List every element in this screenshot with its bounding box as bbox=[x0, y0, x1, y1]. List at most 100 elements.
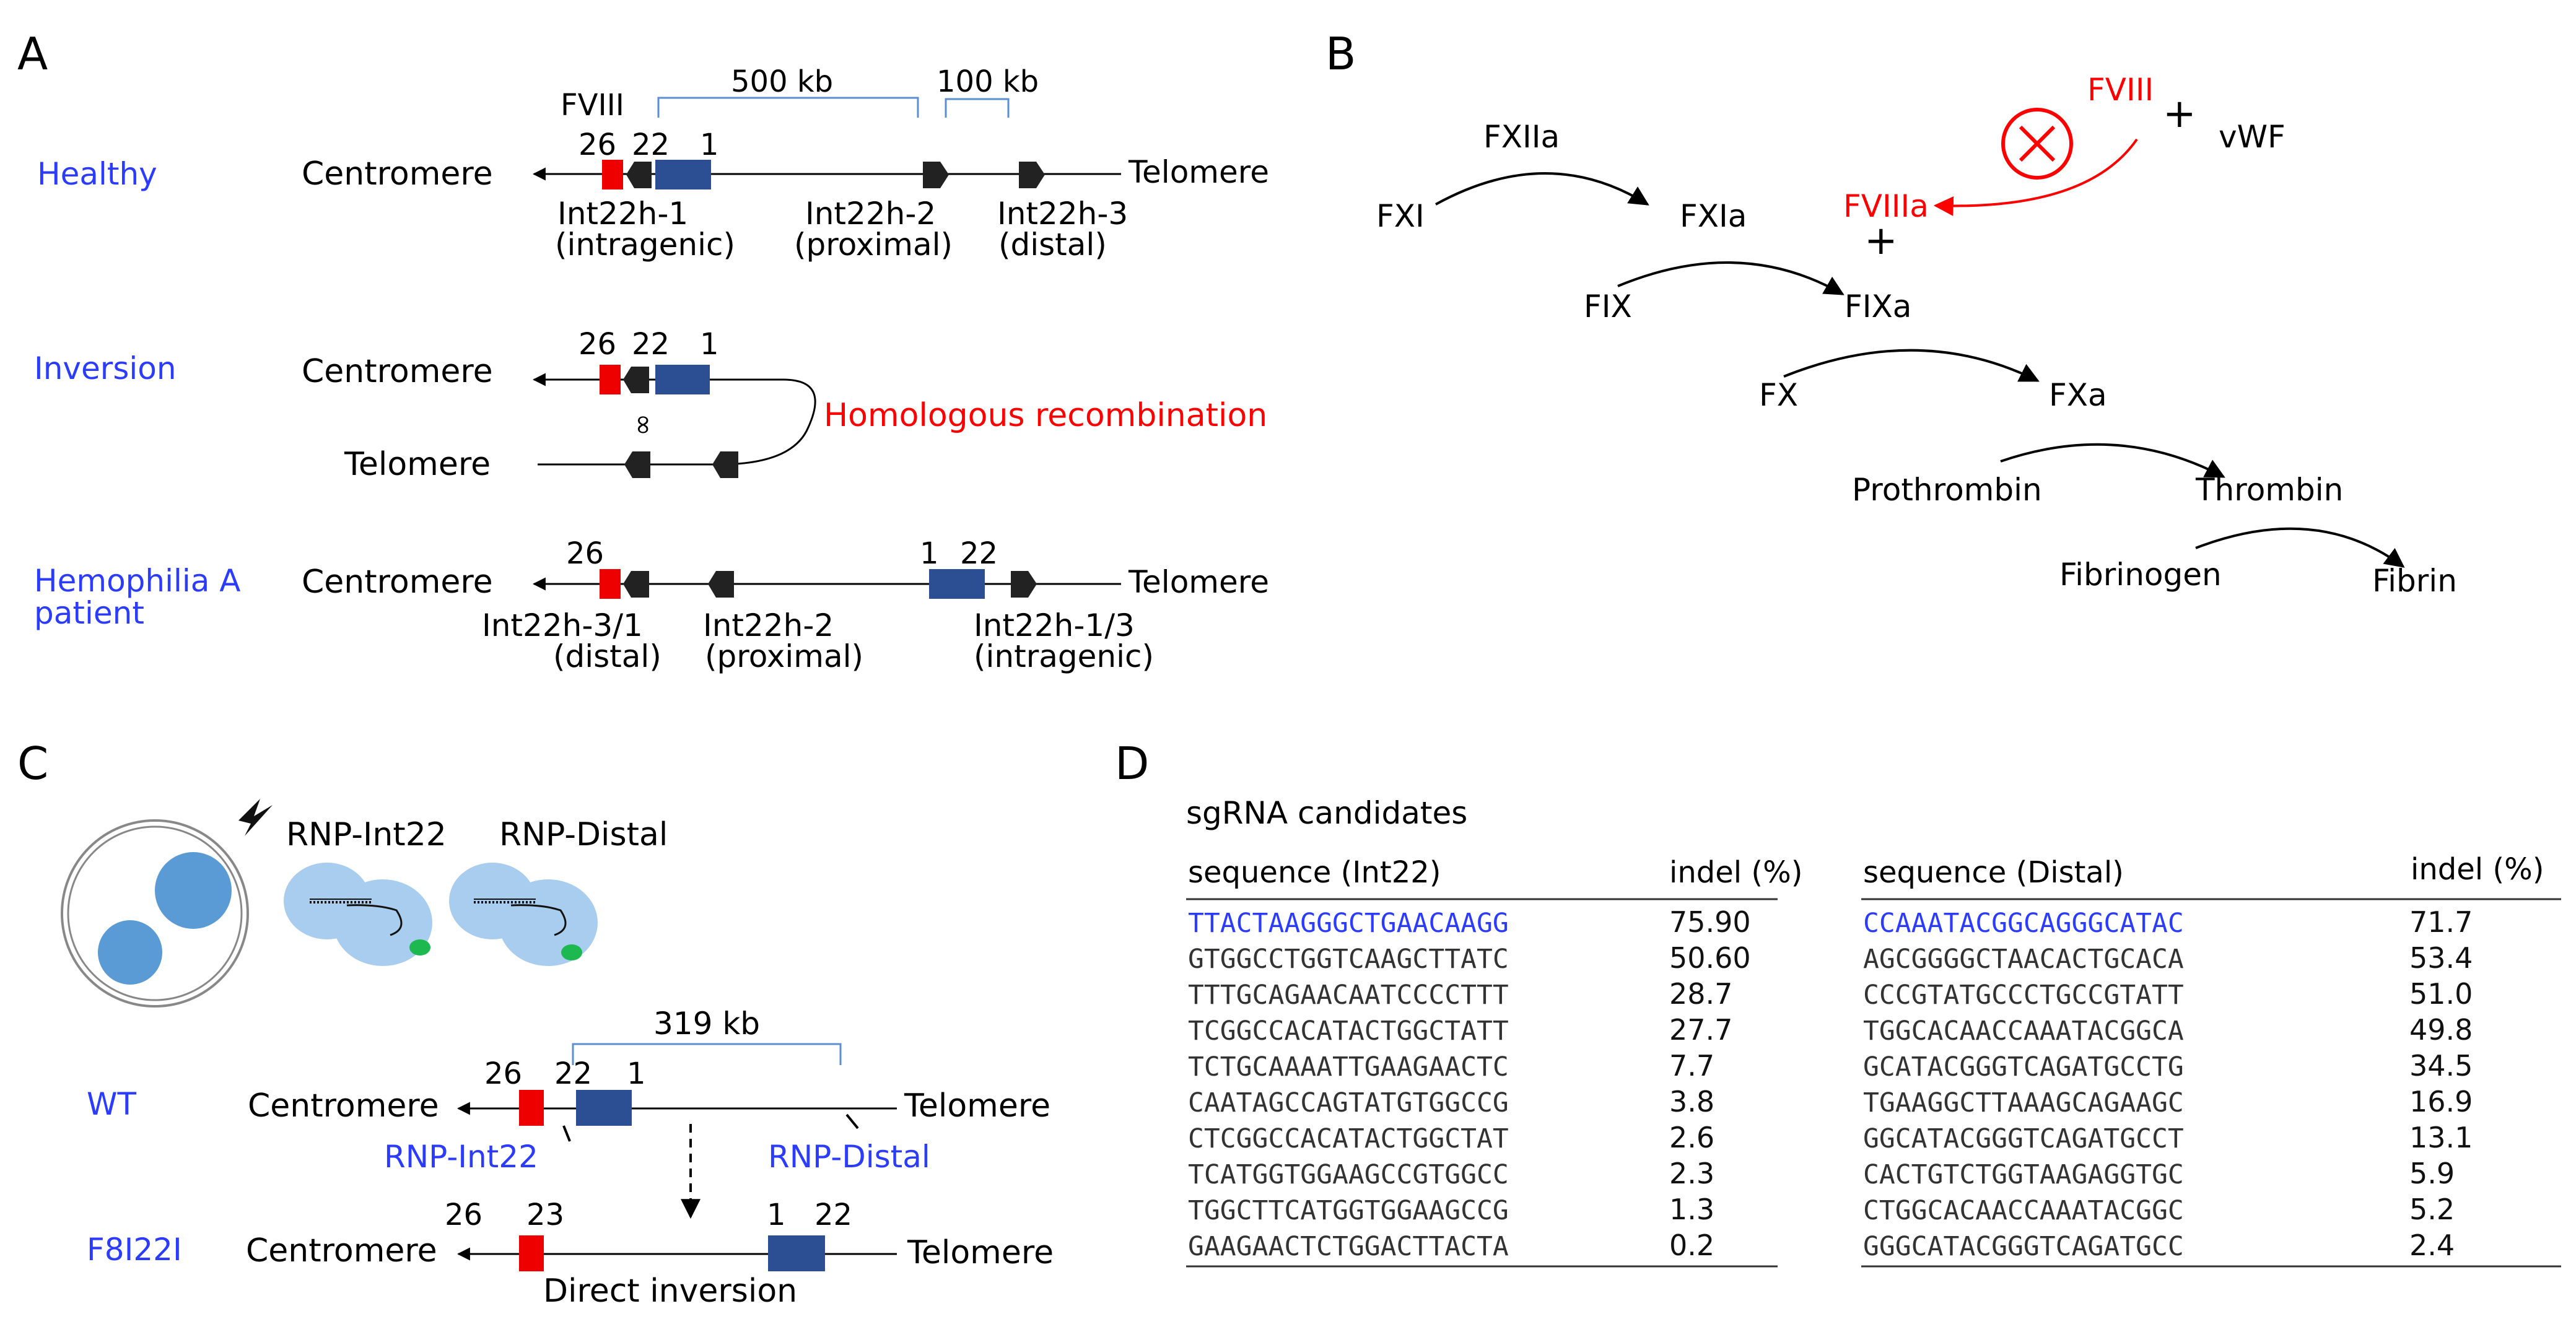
healthy-int22h3-sub: (distal) bbox=[998, 227, 1107, 263]
patient-exon1-num: 1 bbox=[920, 536, 939, 571]
inversion-marker-a bbox=[624, 451, 650, 478]
direct-inversion-label: Direct inversion bbox=[543, 1273, 797, 1310]
inversion-marker-b bbox=[712, 451, 738, 478]
f8i22i-exon23-num: 23 bbox=[526, 1198, 564, 1232]
lightning-icon bbox=[238, 799, 273, 836]
rnp-int22-header: RNP-Int22 bbox=[286, 816, 447, 853]
rnp-int22-green-dot bbox=[409, 939, 430, 956]
prothrombin-to-thrombin-arrow bbox=[2000, 443, 2225, 478]
distal-seq-header: sequence (Distal) bbox=[1863, 855, 2124, 890]
f8i22i-exon26-num: 26 bbox=[445, 1198, 482, 1232]
patient-int22h2-marker bbox=[708, 571, 734, 598]
int22-indel-header: indel (%) bbox=[1669, 855, 1802, 890]
healthy-100kb-bracket bbox=[945, 98, 1010, 118]
healthy-int22h2-sub: (proximal) bbox=[794, 227, 953, 263]
int22-sequence-cell: TTACTAAGGGCTGAACAAGG bbox=[1188, 908, 1509, 939]
rnp-distal-complex-icon bbox=[449, 863, 598, 966]
wt-319kb-bracket bbox=[572, 1043, 842, 1065]
healthy-int22h2-label: Int22h-2 bbox=[805, 196, 936, 232]
f8i22i-exon26-block bbox=[519, 1235, 544, 1271]
f8i22i-exon1-num: 1 bbox=[767, 1198, 786, 1232]
f8i22i-row: F8I22I Centromere Telomere 26 23 1 22 Di… bbox=[87, 1198, 1054, 1310]
patient-exon26-block bbox=[600, 569, 621, 599]
wt-label: WT bbox=[87, 1086, 136, 1122]
distal-indel-cell: 16.9 bbox=[2409, 1085, 2473, 1118]
fxiia-label: FXIIa bbox=[1483, 119, 1560, 155]
fxa-label: FXa bbox=[2049, 377, 2107, 413]
patient-telomere: Telomere bbox=[1128, 564, 1269, 600]
rnp-distal-header: RNP-Distal bbox=[499, 816, 668, 853]
wt-319kb-label: 319 kb bbox=[653, 1006, 760, 1042]
inversion-exon22-num: 22 bbox=[632, 327, 670, 362]
distal-indel-cell: 49.8 bbox=[2409, 1013, 2473, 1047]
f8i22i-exon22-num: 22 bbox=[814, 1198, 852, 1232]
patient-exon-block bbox=[929, 569, 985, 599]
rnp-distal-green-dot bbox=[561, 944, 582, 960]
f8i22i-exon-block bbox=[768, 1235, 825, 1271]
patient-row: Hemophilia A patient Centromere Telomere… bbox=[34, 536, 1269, 674]
inversion-loop-line bbox=[538, 378, 816, 466]
inversion-exon-block bbox=[655, 365, 710, 394]
distal-sequence-cell: TGGCACAACCAAATACGGCA bbox=[1863, 1016, 2184, 1047]
inhibition-icon bbox=[2001, 108, 2073, 180]
healthy-500kb-label: 500 kb bbox=[731, 64, 833, 99]
int22-sequence-cell: CTCGGCCACATACTGGCTAT bbox=[1188, 1123, 1509, 1154]
fix-to-fixa-arrow bbox=[1617, 261, 1845, 295]
fx-label: FX bbox=[1759, 377, 1798, 413]
int22-indel-cell: 1.3 bbox=[1669, 1193, 1714, 1226]
distal-sequence-cell: CACTGTCTGGTAAGAGGTGC bbox=[1863, 1159, 2184, 1190]
healthy-exon26-num: 26 bbox=[579, 128, 616, 162]
fviiia-fixa-plus: + bbox=[1864, 218, 1898, 264]
fxia-label: FXIa bbox=[1680, 198, 1747, 234]
panel-a: A Healthy Centromere Telomere FVIII 26 2… bbox=[17, 28, 1269, 674]
f8i22i-centromere: Centromere bbox=[246, 1232, 437, 1269]
healthy-row: Healthy Centromere Telomere FVIII 26 22 … bbox=[37, 64, 1269, 263]
patient-int22h3-1-label: Int22h-3/1 bbox=[482, 607, 643, 643]
int22-indel-cell: 0.2 bbox=[1669, 1229, 1714, 1262]
distal-sequence-cell: GGCATACGGGTCAGATGCCT bbox=[1863, 1123, 2184, 1154]
healthy-centromere: Centromere bbox=[302, 155, 493, 193]
inversion-exon1-num: 1 bbox=[700, 327, 719, 362]
panel-b-letter: B bbox=[1325, 28, 1356, 80]
patient-label-line2: patient bbox=[34, 595, 144, 631]
wt-exon22-num: 22 bbox=[554, 1056, 592, 1091]
panel-d-letter: D bbox=[1115, 738, 1149, 790]
patient-exon26-num: 26 bbox=[566, 536, 604, 571]
fixa-label: FIXa bbox=[1845, 289, 1911, 324]
patient-int22h1-3-label: Int22h-1/3 bbox=[974, 607, 1135, 643]
int22-sequence-cell: GAAGAACTCTGGACTTACTA bbox=[1188, 1231, 1509, 1262]
int22-indel-cell: 3.8 bbox=[1669, 1085, 1714, 1118]
inversion-exon26-num: 26 bbox=[579, 327, 616, 362]
fibrin-label: Fibrin bbox=[2372, 563, 2457, 599]
distal-sequence-cell: GGGCATACGGGTCAGATGCC bbox=[1863, 1231, 2184, 1262]
patient-int22h2-label: Int22h-2 bbox=[703, 607, 834, 643]
distal-sequence-cell: CTGGCACAACCAAATACGGC bbox=[1863, 1195, 2184, 1226]
int22-table: sequence (Int22) indel (%) TTACTAAGGGCTG… bbox=[1186, 855, 1802, 1268]
patient-int22h3-1-sub: (distal) bbox=[553, 638, 661, 674]
healthy-label: Healthy bbox=[37, 156, 157, 192]
int22-indel-cell: 7.7 bbox=[1669, 1049, 1714, 1082]
distal-sequence-cell: GCATACGGGTCAGATGCCTG bbox=[1863, 1051, 2184, 1082]
wt-row: WT Centromere Telomere 319 kb 26 22 1 RN… bbox=[87, 1006, 1050, 1175]
healthy-100kb-label: 100 kb bbox=[937, 64, 1039, 99]
patient-int22h1-3-marker bbox=[1011, 571, 1037, 598]
distal-indel-header: indel (%) bbox=[2411, 852, 2544, 887]
panel-d: D sgRNA candidates sequence (Int22) inde… bbox=[1115, 738, 2561, 1268]
int22-indel-cell: 75.90 bbox=[1669, 905, 1751, 939]
panel-c: C RNP-Int22 RNP-Distal bbox=[17, 738, 1054, 1310]
distal-table: sequence (Distal) indel (%) CCAAATACGGCA… bbox=[1861, 852, 2561, 1268]
healthy-int22h1-label: Int22h-1 bbox=[557, 196, 688, 232]
patient-centromere: Centromere bbox=[302, 564, 493, 601]
distal-indel-cell: 71.7 bbox=[2409, 905, 2473, 939]
vwf-label: vWF bbox=[2219, 119, 2286, 155]
homologous-recombination-label: Homologous recombination bbox=[824, 397, 1267, 434]
wt-telomere: Telomere bbox=[904, 1087, 1050, 1125]
inversion-label: Inversion bbox=[34, 350, 177, 386]
cell-electroporation-icon bbox=[61, 799, 273, 1008]
healthy-exon22-num: 22 bbox=[632, 128, 670, 162]
healthy-telomere: Telomere bbox=[1128, 154, 1269, 190]
inversion-centromere: Centromere bbox=[302, 353, 493, 390]
